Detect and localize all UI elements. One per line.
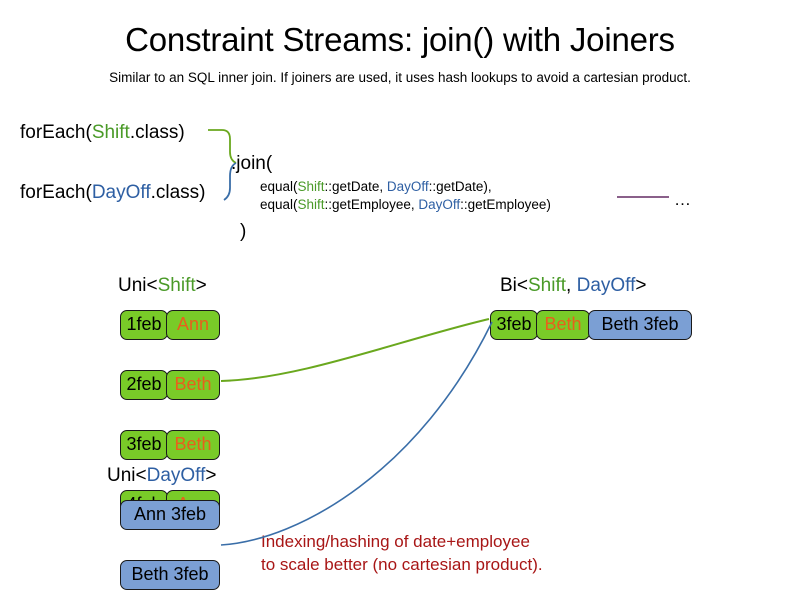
heading-uni-shift-type: Shift [157, 275, 196, 296]
heading-bi-type-a: Shift [528, 275, 567, 296]
foreach-shift-statement: forEach(Shift.class) [20, 121, 185, 145]
heading-uni-shift: Uni<Shift> [118, 274, 207, 298]
joiner-2-left-ref: ::getEmployee, [324, 197, 419, 212]
heading-uni-dayoff-type: DayOff [146, 465, 206, 486]
annotation-text: Indexing/hashing of date+employee to sca… [261, 530, 543, 576]
heading-bi: Bi<Shift, DayOff> [500, 274, 646, 298]
continuation-ellipsis: … [674, 190, 691, 209]
uni-shift-table: 1feb Ann 2feb Beth 3feb Beth 4feb Ann [120, 310, 220, 520]
joiner-equal-date: equal(Shift::getDate, DayOff::getDate), [260, 178, 492, 196]
annotation-line-2: to scale better (no cartesian product). [261, 555, 543, 574]
shift-to-bi-connector [220, 318, 490, 382]
shift-date-cell: 1feb [120, 310, 168, 340]
shift-date-cell: 3feb [120, 430, 168, 460]
heading-bi-suffix: > [635, 275, 647, 296]
heading-bi-separator: , [566, 275, 577, 296]
bi-shift-date-cell: 3feb [490, 310, 538, 340]
foreach-shift-type: Shift [91, 122, 130, 143]
dayoff-to-bi-connector [220, 321, 493, 546]
heading-uni-shift-suffix: > [195, 275, 207, 296]
list-item: Beth 3feb [120, 560, 220, 590]
heading-uni-dayoff-suffix: > [205, 465, 217, 486]
joiner-2-fn: equal( [260, 197, 298, 212]
foreach-shift-suffix: .class) [129, 122, 185, 143]
page-title: Constraint Streams: join() with Joiners [125, 21, 675, 58]
uni-dayoff-table: Ann 3feb Beth 3feb [120, 500, 220, 590]
joiner-1-fn: equal( [260, 179, 298, 194]
shift-employee-cell: Beth [166, 370, 220, 400]
page-subtitle: Similar to an SQL inner join. If joiners… [109, 70, 691, 85]
table-row: 1feb Ann [120, 310, 220, 340]
joiner-2-right-ref: ::getEmployee) [460, 197, 551, 212]
table-row: 2feb Beth [120, 370, 220, 400]
heading-uni-dayoff: Uni<DayOff> [107, 464, 217, 488]
bi-dayoff-pair-cell: Beth 3feb [588, 310, 692, 340]
joiner-1-left-type: Shift [297, 179, 325, 194]
heading-bi-prefix: Bi< [500, 275, 528, 296]
joiner-1-right-ref: ::getDate), [428, 179, 492, 194]
join-open-token: .join( [231, 153, 273, 174]
foreach-dayoff-prefix: forEach( [20, 182, 92, 203]
shift-employee-cell: Beth [166, 430, 220, 460]
heading-uni-shift-prefix: Uni< [118, 275, 158, 296]
heading-uni-dayoff-prefix: Uni< [107, 465, 147, 486]
foreach-dayoff-suffix: .class) [150, 182, 206, 203]
foreach-shift-prefix: forEach( [20, 122, 92, 143]
heading-bi-type-b: DayOff [576, 275, 636, 296]
list-item: Ann 3feb [120, 500, 220, 530]
table-row: 3feb Beth [120, 430, 220, 460]
bi-table-row: 3feb Beth Beth 3feb [490, 310, 692, 340]
bi-shift-employee-cell: Beth [536, 310, 590, 340]
join-close-token: ) [240, 221, 247, 242]
joiner-1-right-type: DayOff [386, 179, 429, 194]
shift-employee-cell: Ann [166, 310, 220, 340]
joiner-2-right-type: DayOff [418, 197, 461, 212]
joiner-2-left-type: Shift [297, 197, 325, 212]
dayoff-pair-cell: Ann 3feb [120, 500, 220, 530]
joiner-1-left-ref: ::getDate, [324, 179, 387, 194]
foreach-dayoff-type: DayOff [91, 182, 151, 203]
annotation-line-1: Indexing/hashing of date+employee [261, 532, 530, 551]
shift-date-cell: 2feb [120, 370, 168, 400]
joiner-equal-employee: equal(Shift::getEmployee, DayOff::getEmp… [260, 196, 551, 214]
dayoff-pair-cell: Beth 3feb [120, 560, 220, 590]
foreach-dayoff-statement: forEach(DayOff.class) [20, 181, 206, 205]
